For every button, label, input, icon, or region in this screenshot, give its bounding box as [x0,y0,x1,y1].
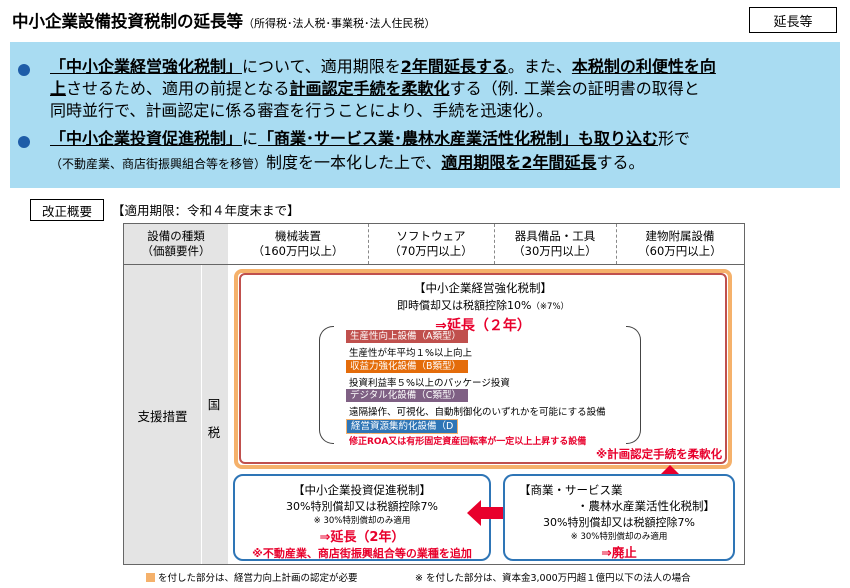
bullet-2-line-2: （不動産業、商店街振興組合等を移管）制度を一本化した上で、適用期限を2年間延長す… [50,153,645,172]
bullet-2-line-1: 「中小企業投資促進税制」に「商業･サービス業･農林水産業活性化税制」も取り込む形… [50,129,691,148]
keiei-title: 【中小企業経営強化税制】 [414,281,552,295]
toushi-title: 【中小企業投資促進税制】 [293,483,431,497]
bullet-1-line-3: 同時並行で、計画認定に係る審査を行うことにより、手続を迅速化）。 [50,101,553,120]
page-title: 中小企業設備投資税制の延長等（所得税･法人税･事業税･法人住民税） [12,12,436,31]
header-cell: 設備の種類（価額要件） [141,229,211,258]
type-c-label: デジタル化設備（C類型） [346,389,468,402]
bullet-dot [18,64,30,76]
toushi-rate: 30%特別償却又は税額控除7% [286,500,438,513]
shogyo-rate: 30%特別償却又は税額控除7% [543,516,695,529]
kokuzei-cell [201,265,228,564]
bullet-1-line-1: 「中小企業経営強化税制」について、適用期限を2年間延長する。また、本税制の利便性… [50,57,716,76]
shogyo-note: ※ 30%特別償却のみ適用 [570,532,668,542]
keiei-extend: ⇒延長（２年） [435,318,531,334]
toushi-extend: ⇒延長（2年） [319,530,405,545]
header-divider [124,264,744,265]
column-divider [494,224,495,264]
type-b-label: 収益力強化設備（B類型） [346,360,468,373]
type-a-label: 生産性向上設備（A類型） [346,330,468,343]
status-tag: 延長等 [749,7,837,33]
type-a-desc: 生産性が年平均１%以上向上 [349,348,473,359]
overview-label: 改正概要 [30,199,104,221]
bullet-dot [18,136,30,148]
toushi-add-note: ※不動産業、商店街振興組合等の業種を追加 [252,547,472,560]
keiei-rate: 即時償却又は税額控除10%（※7%） [396,299,570,312]
shogyo-box: 【商業・サービス業 ・農林水産業活性化税制】 30%特別償却又は税額控除7% ※… [503,474,735,561]
shogyo-title-1: 【商業・サービス業 [519,483,623,497]
header-cell: 機械装置（160万円以上） [252,229,344,258]
type-c-desc: 遠隔操作、可視化、自動制御化のいずれかを可能にする設備 [349,407,606,418]
kokuzei-label-1: 国 [207,397,221,412]
summary-panel: 「中小企業経営強化税制」について、適用期限を2年間延長する。また、本税制の利便性… [10,42,840,188]
header-cell: 建物附属設備（60万円以上） [638,229,722,258]
row-label: 支援措置 [137,409,188,424]
kokuzei-label-2: 税 [207,425,221,440]
row-label-cell [124,265,201,564]
page-subtitle: （所得税･法人税･事業税･法人住民税） [243,17,436,30]
arrow-left-icon [467,500,509,526]
keiei-flex-note: ※計画認定手続を柔軟化 [596,447,723,461]
type-d-label: 経営資源集約化設備（D類型） [346,419,458,445]
header-cell: 器具備品・工具（30万円以上） [513,229,597,258]
footnote-1: を付した部分は、経営力向上計画の認定が必要 [146,570,358,584]
toushi-note: ※ 30%特別償却のみ適用 [313,516,411,526]
equipment-table: 設備の種類（価額要件） 機械装置（160万円以上） ソフトウェア（70万円以上）… [123,223,745,565]
right-brace [626,326,641,444]
column-divider [368,224,369,264]
applicable-period: 【適用期限：令和４年度末まで】 [112,203,300,218]
shogyo-title-2: ・農林水産業活性化税制】 [577,499,715,513]
left-brace [319,326,334,444]
type-d-desc: 修正ROA又は有形固定資産回転率が一定以上上昇する設備 [349,437,587,447]
orange-square-icon [146,573,155,582]
footnote-2: ※ を付した部分は、資本金3,000万円超１億円以下の法人の場合 [415,573,691,584]
header-corner [124,224,228,264]
header-cell: ソフトウェア（70万円以上） [389,229,473,258]
shogyo-abolish: ⇒廃止 [601,545,637,560]
column-divider [616,224,617,264]
bullet-1-line-2: 上させるため、適用の前提となる計画認定手続を柔軟化する（例. 工業会の証明書の取… [50,79,700,98]
type-b-desc: 投資利益率５%以上のパッケージ投資 [349,378,510,389]
toushi-box: 【中小企業投資促進税制】 30%特別償却又は税額控除7% ※ 30%特別償却のみ… [233,474,491,561]
